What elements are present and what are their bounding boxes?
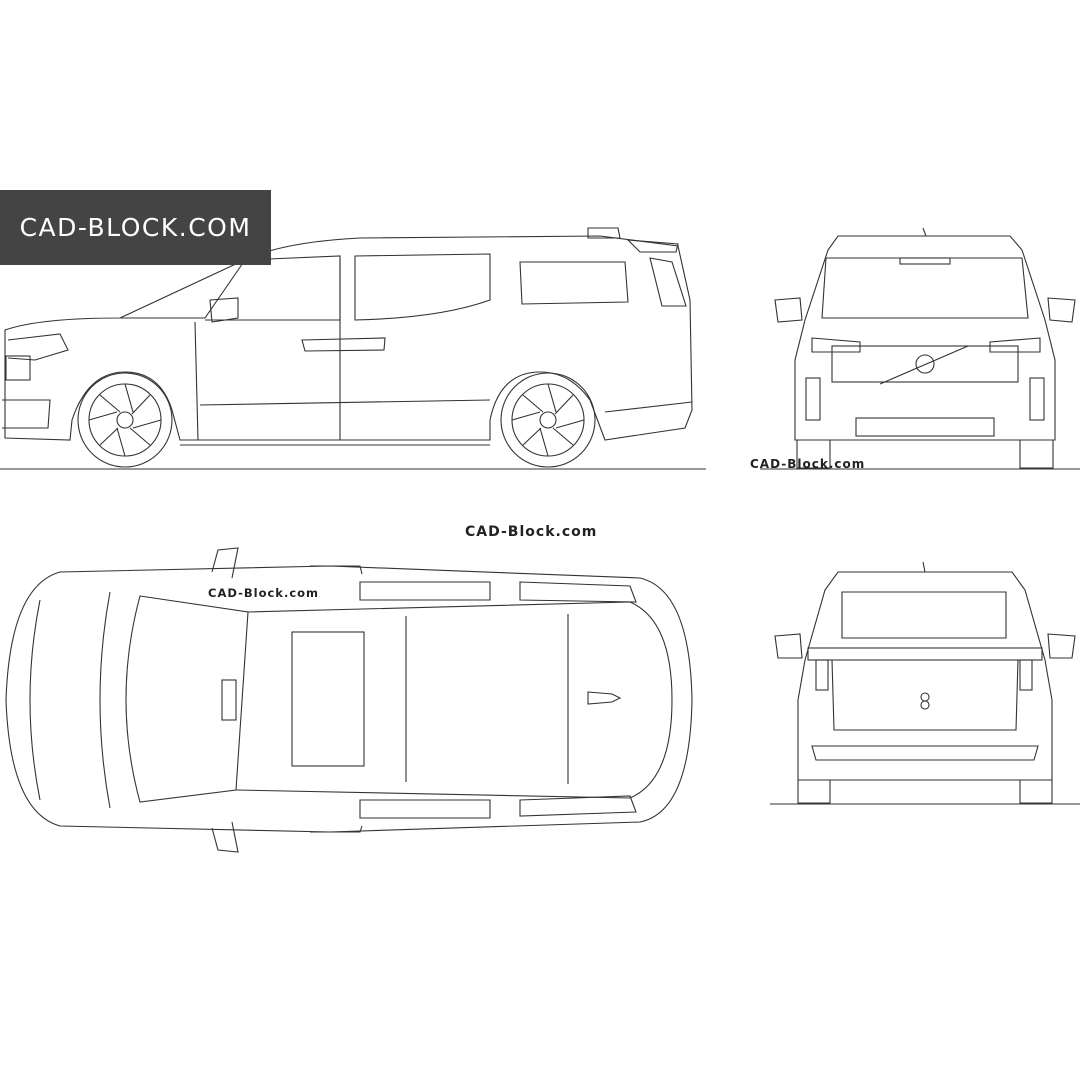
top-view	[5, 547, 693, 853]
logo-text: CAD-BLOCK.COM	[19, 213, 252, 242]
watermark: CAD-Block.com	[465, 524, 598, 540]
rear-wheel	[500, 372, 596, 468]
front-view	[760, 227, 1080, 470]
watermark: CAD-Block.com	[208, 586, 320, 600]
rear-view	[770, 561, 1080, 805]
cad-block-logo-banner: CAD-BLOCK.COM	[0, 190, 271, 265]
watermark: CAD-Block.com	[750, 457, 866, 471]
front-wheel	[77, 372, 173, 468]
